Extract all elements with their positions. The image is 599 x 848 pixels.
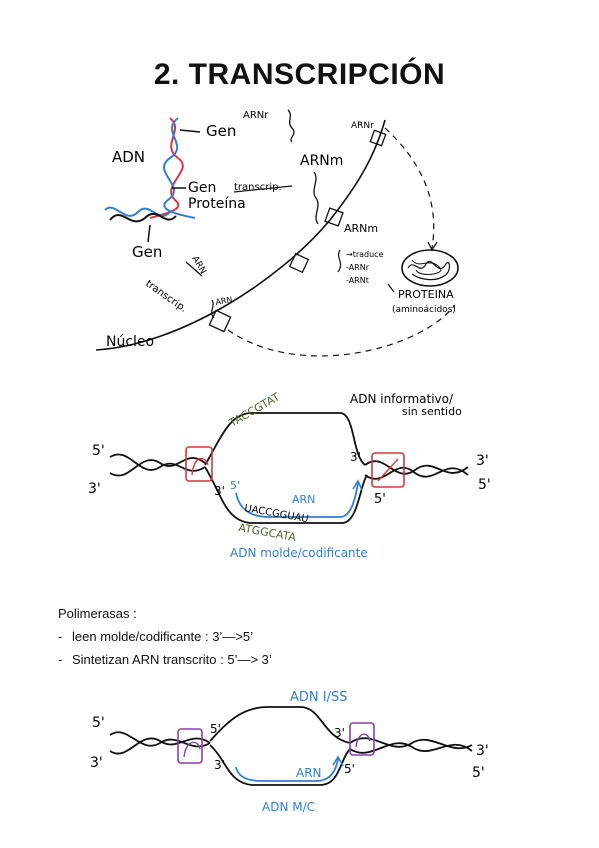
aminoacidos-label: (aminoácidos) [392, 305, 456, 315]
rna-strand [235, 758, 339, 782]
bubble-bottom-strand [209, 744, 351, 786]
gen-top-label: Gen [206, 122, 236, 140]
dashed-path-protein [384, 127, 435, 249]
inner-5-blue-label: 5' [230, 479, 240, 492]
bottom-seq-label: ATGGCATA [237, 521, 297, 544]
bullet-dash: - [58, 629, 63, 644]
left-3-label: 3' [88, 481, 101, 497]
protein-blob [401, 249, 459, 287]
dna-strand-blue-2 [104, 206, 171, 217]
right-5-label: 5' [478, 477, 491, 493]
traduce-label: →traduce [346, 250, 384, 259]
transcrip-arrow [233, 185, 293, 193]
inner-5-right-label: 5' [374, 492, 386, 507]
bullet-dash: - [58, 652, 63, 667]
transcription-bubble-simple: ADN I/SS 5' 3' 5' 3' 3' 5' 3' 5' ARN ADN… [90, 690, 489, 814]
bubble-top-strand [209, 706, 351, 744]
note-item-2: Sintetizan ARN transcrito : 5’—> 3’ [72, 652, 272, 667]
nuclear-pore [369, 129, 387, 147]
arnr-right-label: ARNr [351, 121, 374, 131]
note-item-1: leen molde/codificante : 3’—>5’ [72, 629, 254, 644]
nuclear-pore [208, 309, 232, 333]
gen-mid-label: Gen [188, 180, 216, 196]
proteina-right-label: PROTEINA [398, 288, 454, 301]
polymerase-box-left [177, 728, 203, 764]
polymerase-box-left [185, 446, 213, 482]
top-seq-label: TACCGTAT [226, 390, 282, 430]
left-3-label: 3' [90, 755, 103, 771]
arnm-label: ARNm [300, 153, 343, 169]
notes-heading: Polimerasas : [58, 606, 137, 621]
nucleus-membrane [95, 119, 386, 351]
rna-seq-label: UACCGGUAU [243, 503, 309, 525]
dna-strand-blue [163, 117, 196, 219]
dashed-path-return [227, 304, 456, 357]
sin-sentido-label: sin sentido [402, 405, 462, 418]
nuclear-pore [324, 207, 344, 227]
arnm-small-label: ARNm [344, 222, 378, 235]
dna-strand-black [109, 212, 177, 223]
inner-3-label: 3' [214, 484, 225, 498]
arn-tag-label: ARN [215, 295, 233, 307]
right-3-label: 3' [476, 743, 489, 759]
proteina-left-label: Proteína [188, 196, 246, 212]
transcription-bubble-detailed: TACCGTAT ADN informativo/ sin sentido 5'… [88, 390, 491, 560]
polymerase-box-right [349, 722, 375, 756]
inner-3-label: 3' [214, 758, 225, 772]
arn-r2-label: -ARNr [346, 263, 370, 272]
arnr-label: ARNr [243, 110, 269, 121]
top-label: ADN I/SS [290, 690, 347, 705]
transcrip-left-label: transcrip. [143, 278, 188, 314]
polymerase-box-right [371, 452, 405, 488]
right-3-label: 3' [476, 453, 489, 469]
informativo-label: ADN informativo/ [350, 392, 454, 406]
molde-label: ADN molde/codificante [230, 546, 368, 560]
rna-strand [235, 482, 359, 518]
inner-5-label: 5' [210, 722, 221, 736]
left-5-label: 5' [92, 443, 105, 459]
nucleo-label: Núcleo [106, 334, 154, 350]
adn-label: ADN [112, 148, 145, 166]
list-item: - Sintetizan ARN transcrito : 5’—> 3’ [58, 648, 272, 671]
arn-label: ARN [296, 766, 322, 780]
polymerase-notes: Polimerasas : - leen molde/codificante :… [58, 602, 272, 671]
bubble-top-strand [204, 412, 366, 466]
nuclear-pore [288, 252, 310, 274]
inner-5-right-label: 5' [344, 762, 355, 776]
bottom-label: ADN M/C [262, 800, 315, 814]
inner-3-right-label: 3' [334, 726, 345, 740]
page-title: 2. TRANSCRIPCIÓN [153, 58, 446, 91]
list-item: - leen molde/codificante : 3’—>5’ [58, 625, 272, 648]
inner-3-right-label: 3' [350, 450, 361, 464]
arn-label: ARN [292, 493, 315, 506]
transcription-overview-diagram: Gen ADN Gen Proteína transcrip. Gen tran… [95, 109, 459, 357]
right-5-label: 5' [472, 765, 485, 781]
transcrip-arrow-label: transcrip. [234, 182, 282, 193]
dna-strand-red [149, 117, 184, 219]
gen-left-label: Gen [132, 243, 162, 261]
bubble-bottom-strand [204, 466, 368, 524]
arnt-label: -ARNt [346, 276, 369, 285]
left-5-label: 5' [92, 715, 105, 731]
